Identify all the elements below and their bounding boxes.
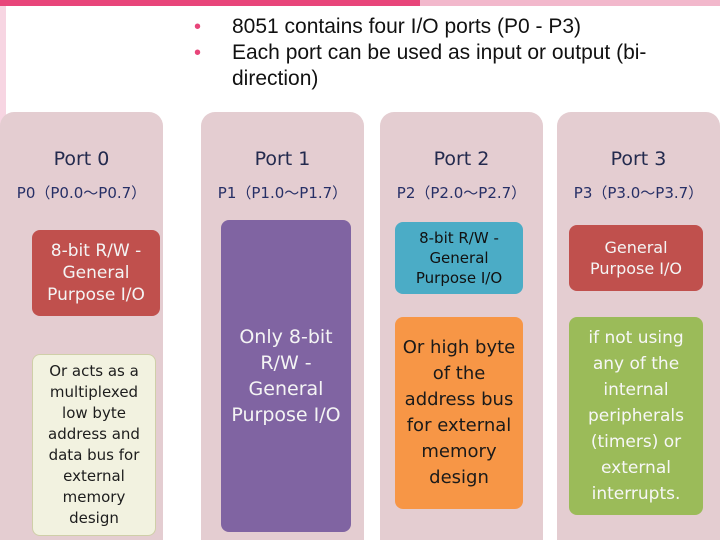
bullet-item: • Each port can be used as input or outpu…	[190, 40, 715, 92]
port-3-box-general: General Purpose I/O	[569, 225, 703, 291]
port-1-column: Port 1 P1（P1.0～P1.7） Only 8-bit R/W - Ge…	[201, 112, 364, 540]
port-3-box-peripherals: if not using any of the internal periphe…	[569, 317, 703, 515]
port-0-title: Port 0	[53, 148, 110, 170]
bullet-text: Each port can be used as input or output…	[232, 41, 647, 90]
port-2-box-general: 8-bit R/W - General Purpose I/O	[395, 222, 523, 294]
port-2-box-address-bus: Or high byte of the address bus for exte…	[395, 317, 523, 509]
port-0-box-general: 8-bit R/W - General Purpose I/O	[32, 230, 160, 316]
port-1-box-general: Only 8-bit R/W - General Purpose I/O	[221, 220, 351, 532]
port-0-box-multiplexed: Or acts as a multiplexed low byte addres…	[32, 354, 156, 536]
bullet-icon: •	[194, 42, 202, 64]
bullet-text: 8051 contains four I/O ports (P0 - P3)	[232, 15, 582, 38]
port-2-column: Port 2 P2（P2.0～P2.7） 8-bit R/W - General…	[380, 112, 543, 540]
port-3-title: Port 3	[610, 148, 667, 170]
port-2-title: Port 2	[433, 148, 490, 170]
bullet-list: •8051 contains four I/O ports (P0 - P3) …	[190, 14, 715, 92]
port-3-column: Port 3 P3（P3.0～P3.7） General Purpose I/O…	[557, 112, 720, 540]
port-1-range: P1（P1.0～P1.7）	[217, 184, 348, 202]
top-accent-bar	[0, 0, 720, 6]
port-3-range: P3（P3.0～P3.7）	[573, 184, 704, 202]
port-1-title: Port 1	[254, 148, 311, 170]
bullet-icon: •	[194, 16, 202, 38]
port-0-range: P0（P0.0～P0.7）	[16, 184, 147, 202]
bullet-item: • 8051 contains four I/O ports (P0 - P3)	[190, 14, 715, 40]
port-0-column: Port 0 P0（P0.0～P0.7） 8-bit R/W - General…	[0, 112, 163, 540]
port-2-range: P2（P2.0～P2.7）	[396, 184, 527, 202]
